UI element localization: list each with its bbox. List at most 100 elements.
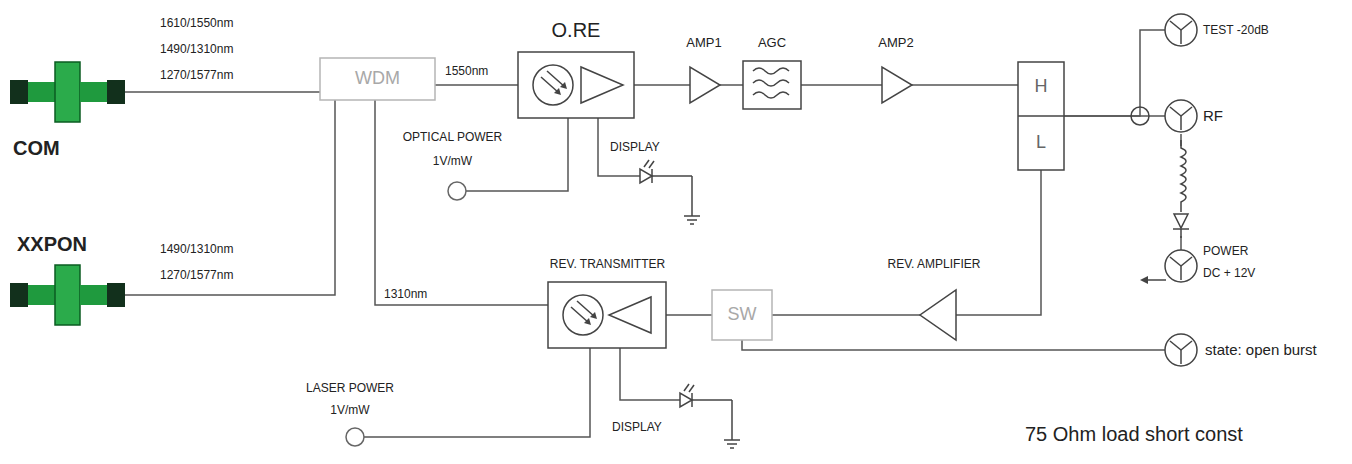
photodiode-symbol [563,295,603,335]
node-label: WDM [320,68,435,90]
sc-connector: COM [5,52,135,162]
wire [689,385,694,392]
test-point: LASER POWER 1V/mW [300,377,402,449]
wire [1170,107,1181,116]
signal-line [1064,30,1165,116]
node-label: POWER DC + 12V [1203,240,1263,284]
wire [1181,21,1192,30]
box-outline [320,58,435,100]
signal-line [435,84,518,86]
node-label: O.RE [515,18,637,42]
connector-body [28,82,58,102]
wire [1180,266,1182,280]
test-point [448,182,466,200]
amplifier-triangle [882,67,912,103]
node-label: RF [1203,107,1223,125]
arrowhead [584,318,591,325]
box-outline [712,290,772,340]
wire [687,219,697,221]
connector-body [80,285,107,305]
diplexer-box: HL [1018,62,1066,170]
wire [690,223,694,225]
wire [1180,116,1182,130]
connector-end [107,283,125,307]
arrowhead [560,82,567,89]
ground-lead [1146,279,1166,281]
signal-line [375,100,548,305]
wavelength-label: 1310nm [382,287,429,301]
amplifier-triangle [690,67,720,103]
rf-port: RF [1163,98,1243,136]
connector-body [28,285,58,305]
wavelength-label: 1610/1550nm 1490/1310nm 1270/1577nm [160,10,272,88]
wavelength-label: 1490/1310nm 1270/1577nm [160,236,272,288]
node-label: COM [13,136,60,160]
signal-line [772,314,920,316]
wire [730,447,734,449]
box-outline [548,282,666,348]
wire [1181,107,1192,116]
optical-receiver: O.RE [515,18,639,118]
attenuator-wave [753,80,789,86]
wire [547,71,565,87]
led-symbol [640,169,652,183]
photodiode-symbol [533,65,573,105]
wire [684,384,689,391]
wire [731,400,733,440]
transmitter-box-symbol [545,257,670,352]
wire [1170,341,1181,350]
wire [1018,115,1064,117]
signal-line [742,340,1165,350]
inductor-ground [1172,146,1194,236]
state-port: state: open burst [1163,327,1343,373]
display-led: DISPLAY [610,140,702,232]
node-label: AGC [738,35,806,51]
attenuator-wave [753,92,789,98]
signal-line [125,91,320,93]
box-outline [1018,62,1064,170]
connector-end [107,80,125,104]
signal-line [666,314,712,316]
node-label: SW [712,304,772,326]
node-label: state: open burst [1205,341,1317,359]
node-label: H [1018,76,1064,98]
wire [644,160,649,167]
node-label: TEST -20dB [1203,23,1269,37]
display-led: DISPLAY [612,385,752,461]
port-circle [1165,334,1197,366]
node-label: OPTICAL POWER 1V/mW [395,125,510,173]
ground-arrow [1140,276,1148,284]
connector-flange [55,62,80,122]
amplifier-triangle [581,67,623,103]
arrowhead [590,312,597,319]
wire [1170,21,1181,30]
test-port: TEST -20dB [1163,12,1303,48]
wire [1180,350,1182,364]
wire [724,439,740,441]
connector-body [80,82,107,102]
signal-line [466,118,568,191]
wire [649,161,654,168]
node-label: L [1018,132,1064,154]
signal-line [364,348,590,437]
wire [691,176,693,216]
diode-symbol [1174,214,1188,228]
node-label: AMP2 [868,35,924,51]
node-label: REV. TRANSMITTER [545,257,670,271]
wire [684,215,700,217]
port-circle [1165,250,1197,282]
wavelength-label: 1550nm [443,64,490,78]
wire [577,301,595,317]
wire [727,443,737,445]
power-port: POWER DC + 12V [1159,238,1289,288]
signal-line [912,84,1018,86]
node-label: XXPON [17,232,87,256]
amplifier: AMP2 [868,35,926,105]
amplifier: AMP1 [678,35,732,105]
note-text: 75 Ohm load short const [1025,423,1243,446]
amplifier: REV. AMPLIFIER [876,257,994,347]
arrowhead [554,88,561,95]
signal-line [125,100,335,295]
transmitter-box: REV. TRANSMITTER [545,257,672,352]
